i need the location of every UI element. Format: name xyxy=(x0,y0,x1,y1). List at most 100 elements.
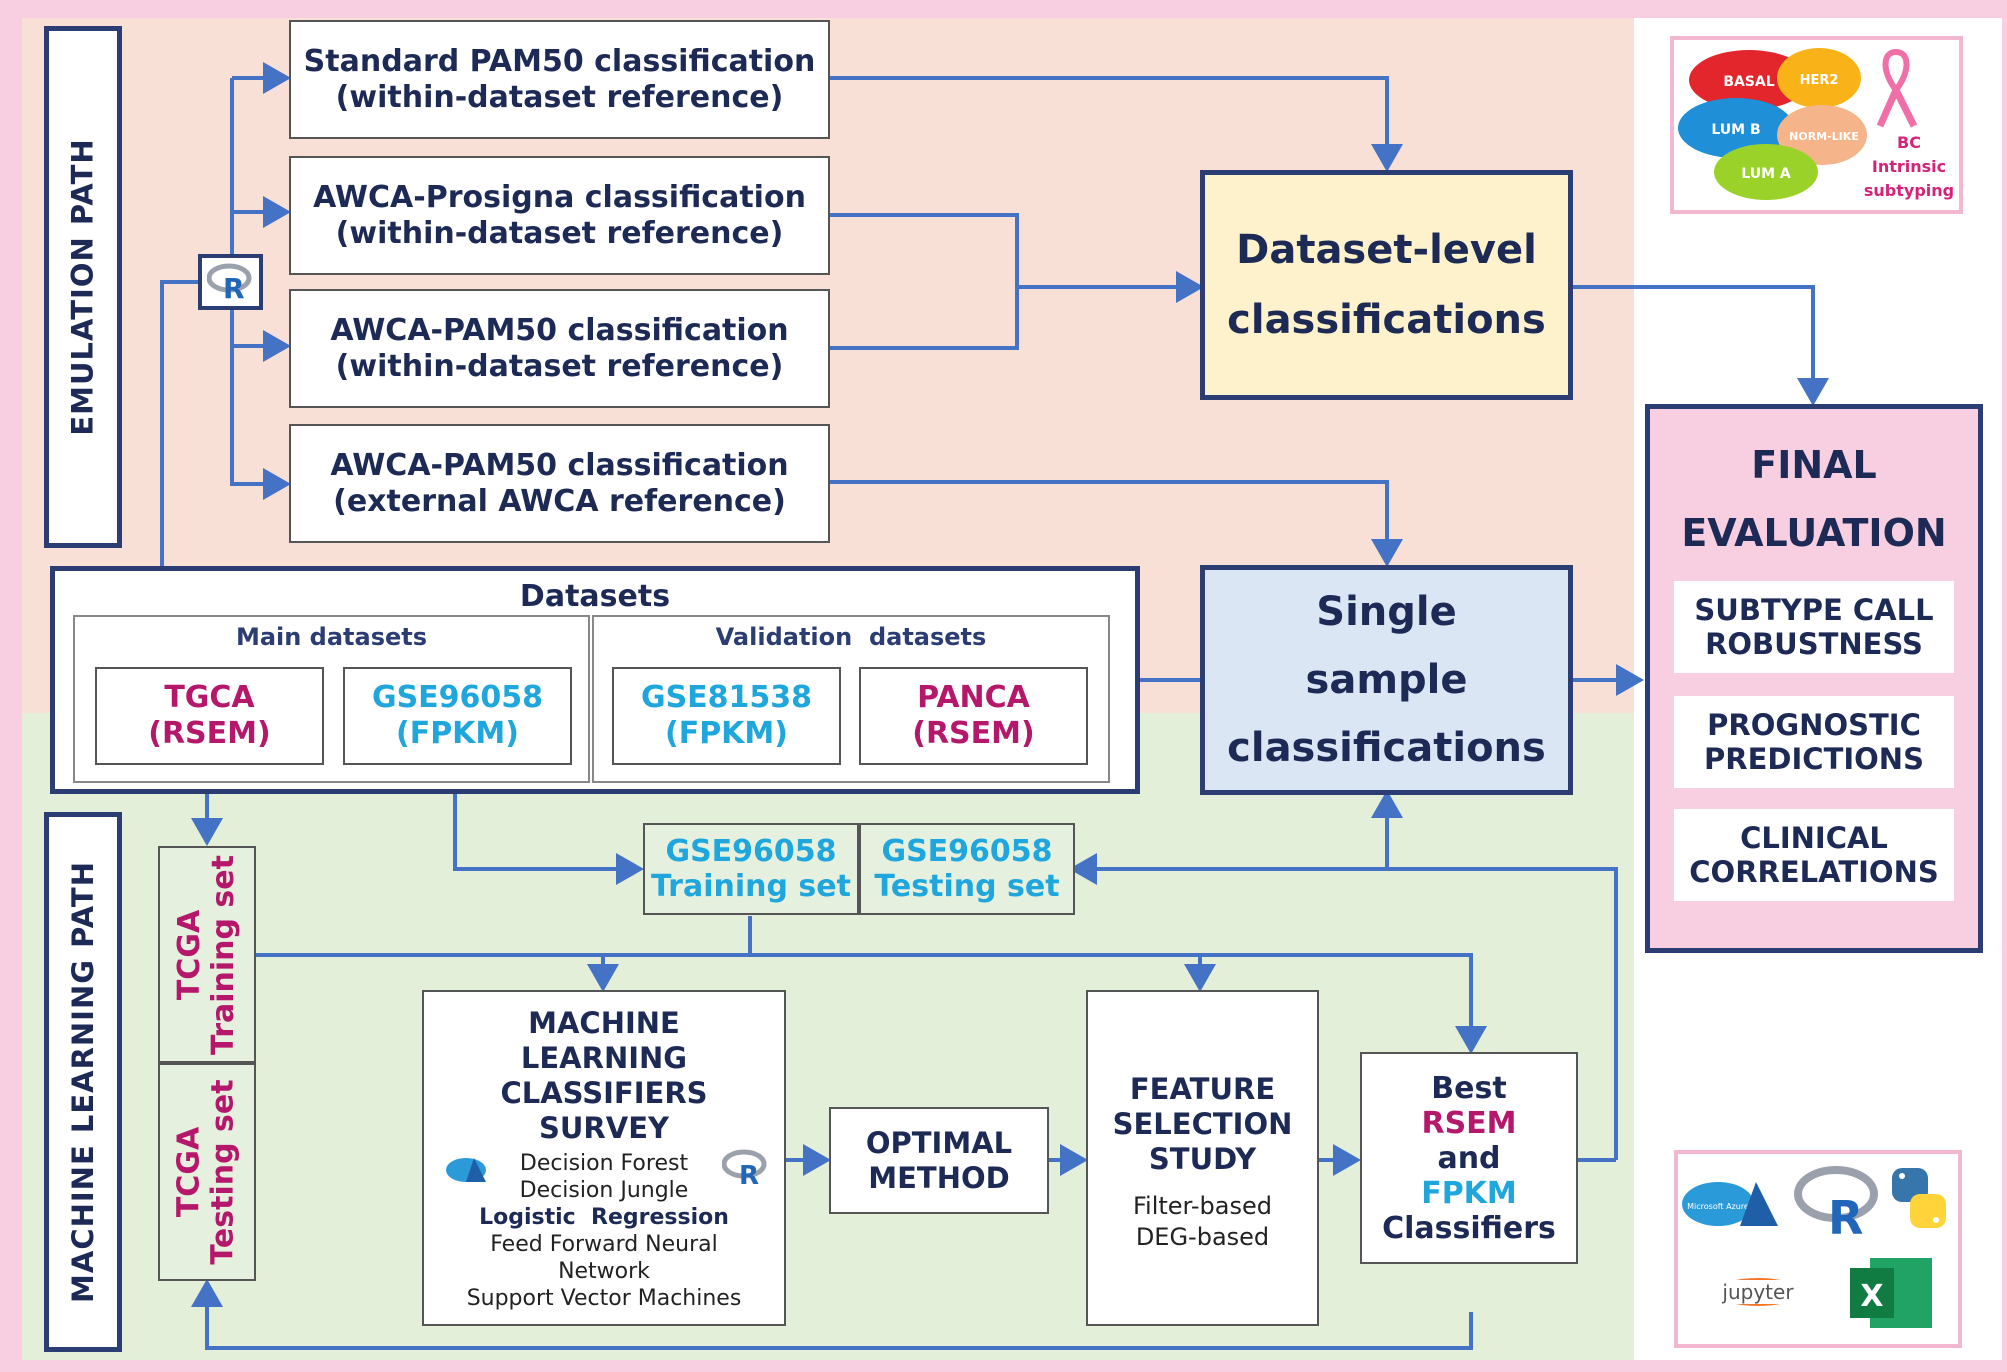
dataset-unit: (FPKM) xyxy=(395,716,519,751)
ml-method: Network xyxy=(558,1259,650,1284)
classification-awca-pam50-within: AWCA-PAM50 classification (within-datase… xyxy=(289,289,830,408)
ml-method: Logistic Regression xyxy=(479,1205,729,1230)
dataset-gse96058: GSE96058 (FPKM) xyxy=(343,667,572,765)
dataset-tgca: TGCA (RSEM) xyxy=(95,667,324,765)
ml-classifiers-survey: MACHINE LEARNING CLASSIFIERS SURVEY Deci… xyxy=(422,990,786,1326)
validation-datasets-title: Validation datasets xyxy=(715,623,987,651)
gse-testing-line2: Testing set xyxy=(874,869,1060,904)
ml-title-line: CLASSIFIERS xyxy=(500,1076,708,1110)
eval-line2: CORRELATIONS xyxy=(1689,855,1939,889)
gse-testing-line1: GSE96058 xyxy=(881,834,1053,869)
final-title-line2: EVALUATION xyxy=(1681,511,1947,555)
optimal-line1: OPTIMAL xyxy=(865,1125,1013,1160)
feature-selection-study: FEATURE SELECTION STUDY Filter-based DEG… xyxy=(1086,990,1319,1326)
jupyter-icon: jupyter xyxy=(1712,1278,1804,1306)
ml-method: Support Vector Machines xyxy=(466,1286,742,1311)
tools-legend: Microsoft Azure R jupyter X xyxy=(1674,1150,1962,1348)
eval-line2: PREDICTIONS xyxy=(1704,742,1924,776)
legend-caption-subtyping: subtyping xyxy=(1864,181,1954,200)
best-word: Classifiers xyxy=(1382,1210,1556,1246)
datasets-title: Datasets xyxy=(519,579,671,614)
eval-clinical-correlations: CLINICAL CORRELATIONS xyxy=(1674,809,1954,901)
ml-method: Decision Jungle xyxy=(519,1178,689,1203)
eval-line2: ROBUSTNESS xyxy=(1705,627,1923,661)
bubble-lumb: LUM B xyxy=(1711,122,1760,138)
classification-title: AWCA-Prosigna classification xyxy=(313,179,806,215)
r-language-icon: R xyxy=(198,254,263,310)
dataset-gse81538: GSE81538 (FPKM) xyxy=(612,667,841,765)
optimal-line2: METHOD xyxy=(868,1160,1010,1195)
main-datasets-title: Main datasets xyxy=(235,623,428,651)
dataset-level-line1: Dataset-level xyxy=(1236,227,1537,273)
eval-line1: SUBTYPE CALL xyxy=(1694,593,1934,627)
best-classifiers: Best RSEM and FPKM Classifiers xyxy=(1360,1052,1578,1264)
best-rsem: RSEM xyxy=(1421,1105,1517,1141)
dataset-level-classifications: Dataset-level classifications xyxy=(1200,170,1573,400)
classification-reference: (external AWCA reference) xyxy=(333,483,786,519)
emulation-path-text: EMULATION PATH xyxy=(66,138,101,436)
subtype-bubbles-graphic: BASAL HER2 LUM B NORM-LIKE LUM A BC Intr… xyxy=(1678,48,1954,200)
ml-title-line: LEARNING xyxy=(520,1041,688,1075)
svg-text:R: R xyxy=(1828,1191,1863,1245)
r-logo-icon: R xyxy=(206,263,251,302)
dataset-level-line2: classifications xyxy=(1227,297,1546,343)
tcga-training-line1: TCGA xyxy=(172,909,208,1000)
eval-line1: CLINICAL xyxy=(1740,821,1888,855)
datasets-panel: Datasets Main datasets TGCA (RSEM) GSE96… xyxy=(50,566,1140,794)
final-evaluation-panel: FINAL EVALUATION SUBTYPE CALL ROBUSTNESS… xyxy=(1645,404,1983,953)
fs-method: DEG-based xyxy=(1135,1223,1270,1251)
dataset-name: GSE96058 xyxy=(371,680,544,715)
tcga-testing-text: TCGA Testing set xyxy=(172,1079,242,1265)
classification-reference: (within-dataset reference) xyxy=(335,79,784,115)
dataset-unit: (FPKM) xyxy=(664,716,788,751)
best-fpkm: FPKM xyxy=(1421,1175,1517,1211)
legend-caption-intrinsic: Intrinsic xyxy=(1872,157,1946,176)
tcga-training-line2: Training set xyxy=(206,854,242,1055)
ml-method: Feed Forward Neural xyxy=(490,1232,718,1257)
single-sample-line1: Single xyxy=(1316,589,1457,635)
eval-prognostic-predictions: PROGNOSTIC PREDICTIONS xyxy=(1674,696,1954,788)
svg-text:X: X xyxy=(1860,1279,1883,1314)
classification-reference: (within-dataset reference) xyxy=(335,215,784,251)
best-word: Best xyxy=(1431,1070,1507,1106)
tcga-testing-line1: TCGA xyxy=(172,1126,208,1218)
main-datasets-group: Main datasets TGCA (RSEM) GSE96058 (FPKM… xyxy=(73,615,590,783)
fs-title-line: SELECTION xyxy=(1112,1107,1293,1141)
dataset-name: PANCA xyxy=(917,680,1030,715)
tcga-training-set: TCGA Training set xyxy=(158,846,256,1063)
flask-icon xyxy=(1740,1182,1778,1226)
final-evaluation-title: FINAL EVALUATION xyxy=(1650,431,1978,567)
dataset-unit: (RSEM) xyxy=(912,716,1035,751)
r-small-icon: R xyxy=(722,1149,767,1188)
final-title-line1: FINAL xyxy=(1751,443,1877,487)
classification-awca-pam50-external: AWCA-PAM50 classification (external AWCA… xyxy=(289,424,830,543)
ml-method: Decision Forest xyxy=(519,1151,689,1176)
machine-learning-path-text: MACHINE LEARNING PATH xyxy=(66,861,101,1303)
dataset-name: GSE81538 xyxy=(640,680,813,715)
eval-subtype-robustness: SUBTYPE CALL ROBUSTNESS xyxy=(1674,581,1954,673)
gse-training-line2: Training set xyxy=(651,869,851,904)
bubble-normlike: NORM-LIKE xyxy=(1789,130,1859,143)
tcga-training-text: TCGA Training set xyxy=(172,854,242,1055)
classification-standard-pam50: Standard PAM50 classification (within-da… xyxy=(289,20,830,139)
excel-icon: X xyxy=(1850,1258,1932,1328)
tcga-testing-line2: Testing set xyxy=(206,1079,242,1265)
gse-testing-set: GSE96058 Testing set xyxy=(859,823,1075,915)
python-icon xyxy=(1892,1168,1946,1228)
bubble-her2: HER2 xyxy=(1800,73,1839,88)
fs-methods: Filter-based DEG-based xyxy=(1088,1191,1317,1253)
dataset-name: TGCA xyxy=(164,680,255,715)
azure-cloud-icon: Microsoft Azure xyxy=(1682,1182,1754,1226)
feature-selection-title: FEATURE SELECTION STUDY xyxy=(1088,1072,1317,1177)
gse-training-line1: GSE96058 xyxy=(665,834,837,869)
tools-icons: Microsoft Azure R jupyter X xyxy=(1682,1166,1946,1328)
azure-ml-icon xyxy=(446,1158,486,1182)
single-sample-line2: sample xyxy=(1305,657,1468,703)
r-logo-letter: R xyxy=(223,272,245,302)
subtype-legend: BASAL HER2 LUM B NORM-LIKE LUM A BC Intr… xyxy=(1670,36,1963,214)
single-sample-line3: classifications xyxy=(1227,725,1546,771)
bubble-luma: LUM A xyxy=(1741,166,1791,182)
fs-title-line: FEATURE xyxy=(1129,1072,1276,1106)
svg-text:jupyter: jupyter xyxy=(1721,1280,1794,1304)
